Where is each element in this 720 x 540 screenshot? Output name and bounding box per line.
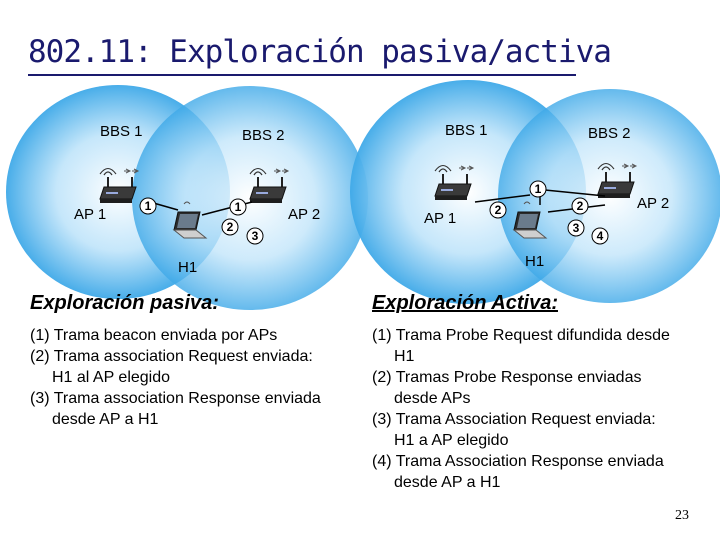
host-label: H1	[525, 253, 544, 270]
svg-text:2: 2	[577, 199, 584, 213]
ap1-label: AP 1	[74, 206, 106, 223]
list-item: (3) Trama Association Request enviada: H…	[372, 411, 656, 449]
bss2-label: BBS 2	[242, 127, 285, 144]
step-marker-association-request: 3	[567, 219, 585, 237]
svg-text:2: 2	[227, 220, 234, 234]
passive-diagram: BBS 1 BBS 2 AP 1 AP 2 H1 1 1 2 3	[6, 85, 368, 310]
step-marker-probe-response-ap1: 2	[489, 201, 507, 219]
host-label: H1	[178, 259, 197, 276]
ap1-label: AP 1	[424, 210, 456, 227]
page-title: 802.11: Exploración pasiva/activa	[28, 34, 612, 70]
svg-text:1: 1	[535, 182, 542, 196]
passive-heading: Exploración pasiva:	[30, 292, 219, 314]
bss2-label: BBS 2	[588, 125, 631, 142]
step-marker-association-response: 4	[591, 227, 609, 245]
step-marker-probe-response-ap2: 2	[571, 197, 589, 215]
step-marker-association-request: 2	[221, 218, 239, 236]
link-ap1-h1	[474, 194, 531, 203]
title-underline	[28, 74, 576, 76]
svg-text:3: 3	[573, 221, 580, 235]
list-item: (2) Tramas Probe Response enviadas desde…	[372, 369, 642, 407]
active-heading: Exploración Activa:	[372, 292, 558, 314]
svg-text:2: 2	[495, 203, 502, 217]
bss1-label: BBS 1	[100, 123, 143, 140]
step-marker-probe-request: 1	[529, 180, 547, 198]
bss1-label: BBS 1	[445, 122, 488, 139]
step-marker-beacon-ap2: 1	[229, 198, 247, 216]
svg-text:1: 1	[145, 199, 152, 213]
list-item: (1) Trama beacon enviada por APs	[30, 327, 278, 344]
page-number: 23	[675, 508, 689, 523]
active-steps-list: (1) Trama Probe Request difundida desde …	[372, 325, 672, 493]
step-marker-beacon-ap1: 1	[139, 197, 157, 215]
list-item: (4) Trama Association Response enviada d…	[372, 453, 664, 491]
svg-text:4: 4	[597, 229, 604, 243]
ap2-label: AP 2	[637, 195, 669, 212]
svg-text:1: 1	[235, 200, 242, 214]
list-item: (2) Trama association Request enviada: H…	[30, 348, 313, 386]
link-ap2-h1	[544, 189, 606, 197]
list-item: (3) Trama association Response enviada d…	[30, 390, 321, 428]
passive-steps-list: (1) Trama beacon enviada por APs (2) Tra…	[30, 325, 330, 430]
step-marker-association-response: 3	[246, 227, 264, 245]
svg-text:3: 3	[252, 229, 259, 243]
ap2-label: AP 2	[288, 206, 320, 223]
list-item: (1) Trama Probe Request difundida desde …	[372, 327, 670, 365]
active-diagram: BBS 1 BBS 2 AP 1 AP 2 H1 1 2 2 3 4	[350, 80, 720, 304]
